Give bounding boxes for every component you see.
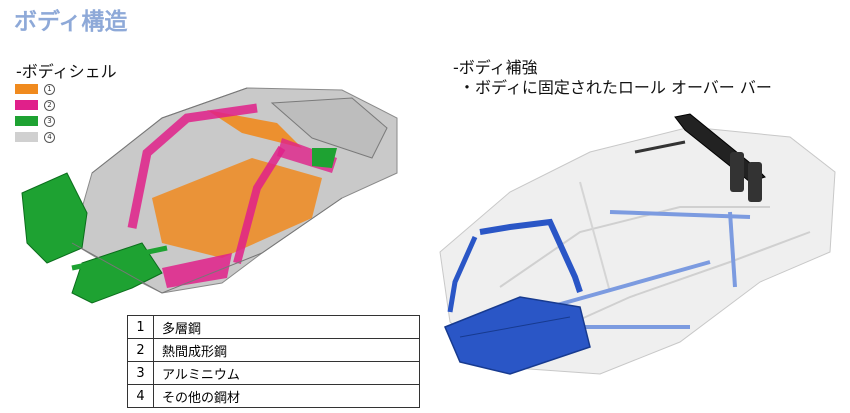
material-legend: 1 2 3 4 [15,81,55,145]
reinforcement-heading-block: -ボディ補強 ・ボディに固定されたロール オーバー バー [453,58,772,98]
rollbar-note: ・ボディに固定されたロール オーバー バー [459,78,772,97]
body-shell-illustration [21,87,398,304]
legend-item: 4 [15,129,55,145]
material-number: 3 [127,361,154,385]
material-number: 1 [127,315,154,339]
legend-marker: 1 [44,83,55,95]
legend-item: 1 [15,81,55,97]
table-row: 4 その他の鋼材 [127,384,420,408]
legend-item: 2 [15,97,55,113]
material-number: 2 [127,338,154,362]
table-row: 3 アルミニウム [127,361,420,385]
material-table: 1 多層鋼 2 熱間成形鋼 3 アルミニウム 4 その他の鋼材 [127,315,420,408]
legend-swatch-gray [15,132,38,142]
material-name: その他の鋼材 [153,384,420,408]
page-title: ボディ構造 [14,9,128,35]
legend-marker: 4 [44,131,55,143]
legend-swatch-magenta [15,100,38,110]
material-name: 多層鋼 [153,315,420,339]
legend-swatch-green [15,116,38,126]
material-number: 4 [127,384,154,408]
legend-item: 3 [15,113,55,129]
reinforcement-heading: -ボディ補強 [453,58,538,77]
table-row: 1 多層鋼 [127,315,420,339]
table-row: 2 熱間成形鋼 [127,338,420,362]
legend-marker: 3 [44,115,55,127]
legend-swatch-orange [15,84,38,94]
body-shell-heading: -ボディシェル [16,62,117,81]
material-name: 熱間成形鋼 [153,338,420,362]
body-reinforcement-illustration [439,113,836,375]
material-name: アルミニウム [153,361,420,385]
legend-marker: 2 [44,99,55,111]
